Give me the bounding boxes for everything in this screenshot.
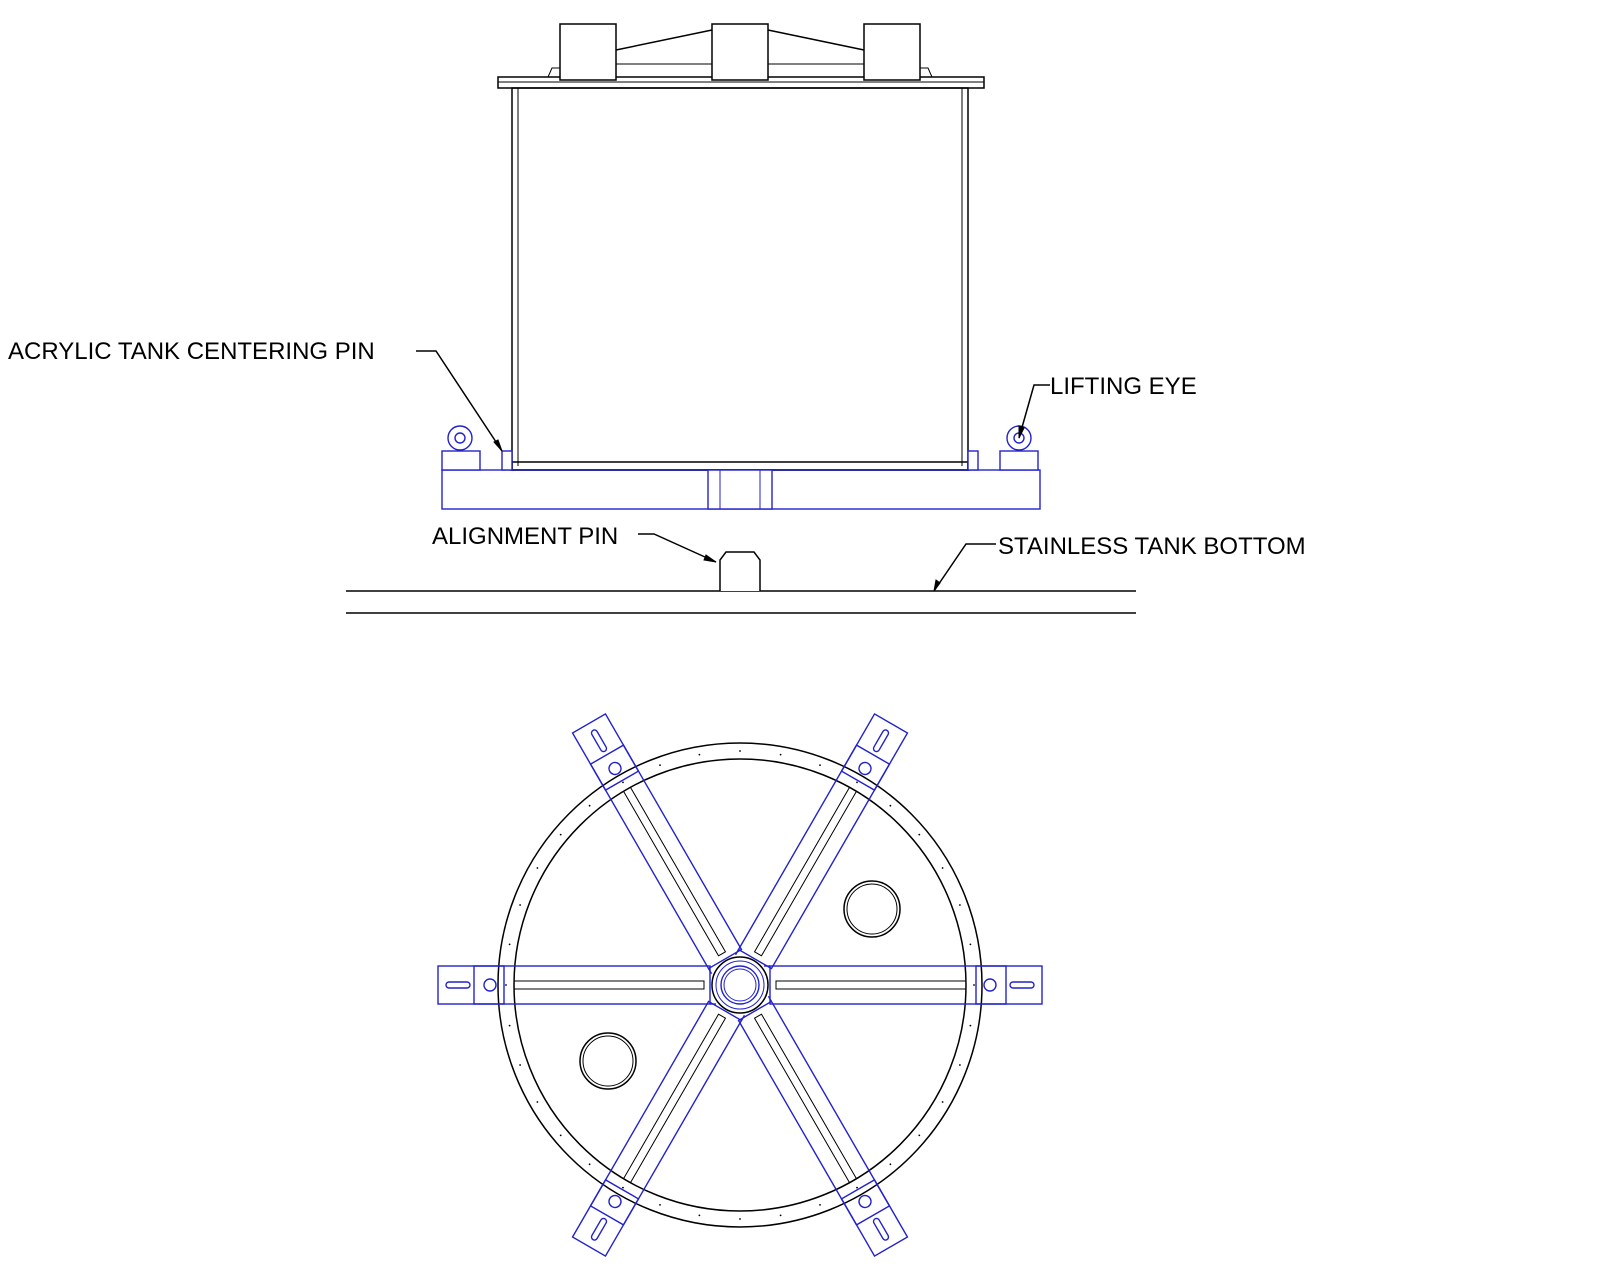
flange-bolt-mark [889,804,892,807]
tank-lid [497,23,985,89]
label-centering-pin: ACRYLIC TANK CENTERING PIN [8,338,375,365]
flange-bolt-mark [588,1163,591,1166]
flange-bolt-mark [918,833,921,836]
flange-bolt-mark [941,867,944,869]
flange-bolt-mark [856,1186,858,1189]
top-plan-view [437,713,1043,1257]
port-lower-left [579,1032,637,1090]
flange-bolt-mark [588,804,591,807]
port-upper-right [843,880,901,938]
lifting-eye-left [441,425,481,471]
flange-bolt-mark [856,781,858,784]
leader-lines [416,350,1050,592]
support-arm [437,965,716,1005]
centering-pin-right [967,450,979,471]
alignment-pin [719,551,761,591]
flange-bolt-mark [889,1163,892,1166]
flange-bolt-mark [622,1186,624,1189]
lifting-eye-right [999,425,1039,471]
label-alignment-pin: ALIGNMENT PIN [432,523,618,550]
side-elevation-view: ACRYLIC TANK CENTERING PIN LIFTING EYE A… [8,23,1306,614]
flange-bolt-mark [941,1101,944,1103]
flange-bolt-mark [739,1218,741,1220]
flange-bolt-mark [959,904,961,906]
flange-bolt-mark [559,833,562,836]
flange-bolt-mark [698,1214,701,1217]
support-arm [764,965,1043,1005]
support-base-plate [441,425,1041,510]
support-arm [737,995,909,1257]
flange-bolt-mark [739,750,741,752]
support-arm [571,713,743,975]
flange-bolt-mark [505,984,507,986]
label-lifting-eye: LIFTING EYE [1050,373,1197,400]
flange-bolt-mark [973,984,975,986]
acrylic-tank-body [511,87,969,471]
flange-bolt-mark [969,1024,972,1027]
flange-bolt-mark [969,943,972,946]
flange-bolt-mark [519,1064,521,1066]
flange-bolt-mark [508,1024,511,1027]
flange-bolt-mark [659,1204,661,1206]
centering-pin-left [501,450,513,471]
flange-bolt-mark [819,1204,821,1206]
flange-bolt-mark [819,764,821,766]
label-stainless-bottom: STAINLESS TANK BOTTOM [998,533,1306,560]
flange-bolt-mark [779,1214,782,1217]
flange-bolt-mark [536,867,539,869]
flange-bolt-mark [622,781,624,784]
stainless-tank-bottom [346,590,1136,614]
flange-bolt-mark [659,764,661,766]
flange-bolt-marks [505,750,975,1220]
flange-bolt-mark [519,904,521,906]
center-hub [711,956,769,1014]
lid-nozzle-right [863,23,921,81]
support-arm [734,713,909,970]
flange-bolt-mark [559,1134,562,1137]
flange-bolt-mark [959,1064,961,1066]
support-arms [437,713,1043,1257]
flange-bolt-mark [536,1101,539,1103]
lid-nozzle-left [559,23,617,81]
lid-nozzle-center [711,23,769,81]
tank-outer-ring [497,742,983,1228]
flange-bolt-mark [918,1134,921,1137]
flange-bolt-mark [698,753,701,756]
support-arm [571,1000,746,1257]
flange-bolt-mark [779,753,782,756]
flange-bolt-mark [508,943,511,946]
